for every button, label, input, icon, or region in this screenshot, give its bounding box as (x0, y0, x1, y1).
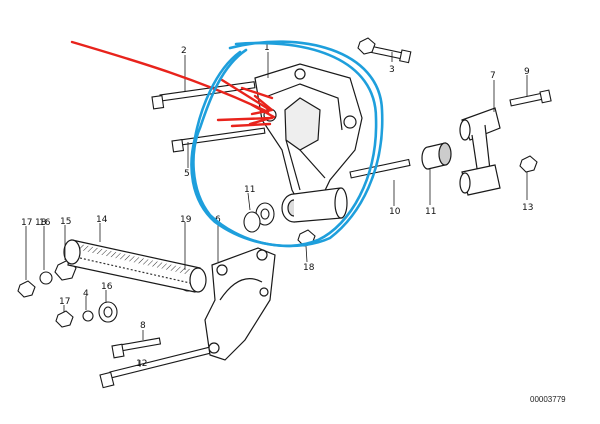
callout-14: 14 (96, 215, 108, 225)
callout-16-bottom: 16 (101, 282, 113, 292)
callout-17-bottom: 17 (59, 297, 70, 307)
bracket-plate (204, 247, 276, 361)
callout-16-top: 16 (39, 218, 51, 228)
callout-18-top: 18 (35, 218, 47, 228)
callout-11-right: 11 (425, 207, 436, 217)
callout-10: 10 (389, 207, 401, 217)
bolts (99, 45, 552, 389)
callout-numbers: 1 2 3 4 5 6 7 8 9 10 11 11 12 13 14 15 1… (21, 43, 533, 369)
reference-number: 00003779 (530, 395, 566, 404)
callout-18-bottom: 18 (303, 263, 315, 273)
nuts (17, 37, 538, 328)
callout-15: 15 (60, 217, 71, 227)
callout-3: 3 (389, 65, 395, 75)
blue-circle-annotation (190, 40, 384, 248)
mounting-bracket (254, 63, 363, 206)
callout-4: 4 (83, 289, 89, 299)
callout-13: 13 (522, 203, 533, 213)
bushing (421, 142, 452, 170)
callout-8: 8 (140, 321, 146, 331)
callout-11-left: 11 (244, 185, 255, 195)
callout-6: 6 (215, 215, 221, 225)
callout-12: 12 (136, 359, 147, 369)
callout-1: 1 (264, 43, 270, 53)
callout-17-top: 17 (21, 218, 32, 228)
callout-9: 9 (524, 67, 530, 77)
callout-19: 19 (180, 215, 192, 225)
bracket-tube (281, 187, 348, 223)
adjusting-strap (63, 239, 207, 293)
callout-5: 5 (184, 169, 190, 179)
red-arrow-annotation (70, 40, 276, 128)
callout-7: 7 (490, 71, 496, 81)
leader-lines (25, 52, 528, 367)
link-arm (459, 107, 501, 196)
callout-2: 2 (181, 46, 187, 56)
